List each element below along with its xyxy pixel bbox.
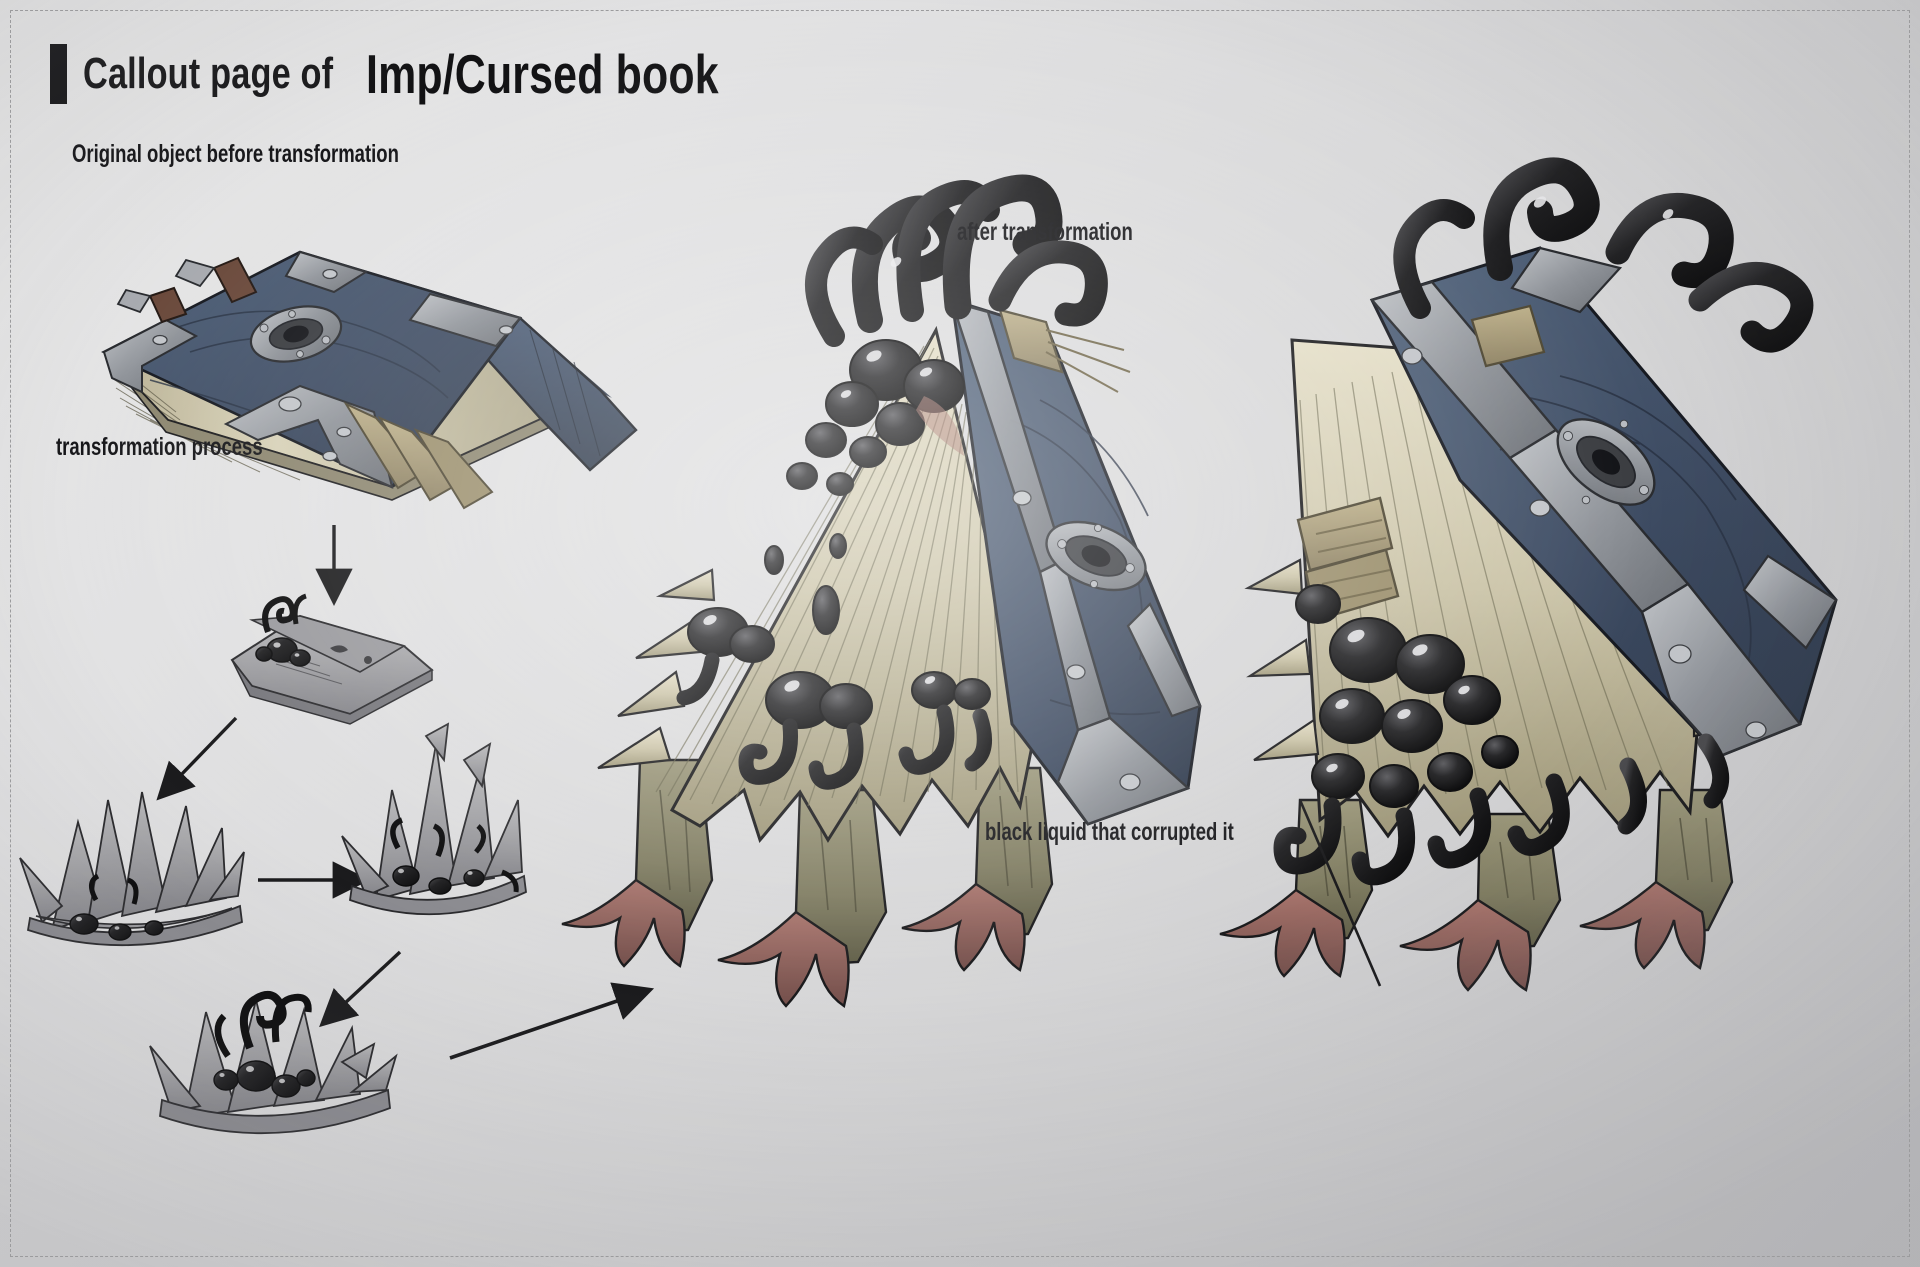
label-black-liquid: black liquid that corrupted it: [985, 818, 1234, 846]
creature-front-cover: [950, 297, 1202, 826]
creature-front-drips: [687, 533, 991, 729]
creature-back-strap: [1296, 304, 1546, 622]
book-strap: [343, 401, 494, 510]
page-title-part1: Callout page of: [83, 49, 334, 98]
book-clasps: [116, 256, 258, 324]
book-eye-emblem: [249, 305, 343, 363]
figure-original-book: [101, 250, 638, 510]
figure-creature-front: [561, 174, 1202, 1008]
creature-front-strap: [998, 308, 1131, 393]
arrow-right-5: [449, 982, 655, 1060]
creature-back-tentacles: [1393, 157, 1814, 353]
arrow-diag-2: [156, 716, 238, 801]
book-front-cover: [101, 250, 523, 489]
creature-back-cover: [1369, 246, 1838, 758]
creature-back-blobs: [1295, 584, 1519, 808]
figure-creature-back: [1219, 157, 1838, 992]
creature-back-hooks: [1273, 733, 1730, 886]
title-accent-bar: [50, 44, 67, 104]
page-title-part2: Imp/Cursed book: [365, 43, 719, 105]
label-after-transformation: after transformation: [957, 218, 1133, 246]
figure-process-step-4: [149, 990, 398, 1135]
arrow-diag-4: [319, 950, 402, 1028]
figure-process-step-3: [341, 722, 527, 916]
figure-process-step-2: [19, 791, 245, 947]
leader-line-black-liquid: [1298, 799, 1382, 987]
creature-front-eye-emblem: [1045, 520, 1147, 592]
creature-back-eye-emblem: [1556, 418, 1656, 506]
creature-front-hooks: [676, 652, 992, 790]
figure-process-step-1: [230, 593, 434, 725]
creature-front-tentacles: [805, 174, 1108, 347]
page-title: Callout page of Imp/Cursed book: [50, 42, 818, 106]
label-transformation-process: transformation process: [56, 433, 263, 461]
label-original-object: Original object before transformation: [72, 140, 399, 168]
